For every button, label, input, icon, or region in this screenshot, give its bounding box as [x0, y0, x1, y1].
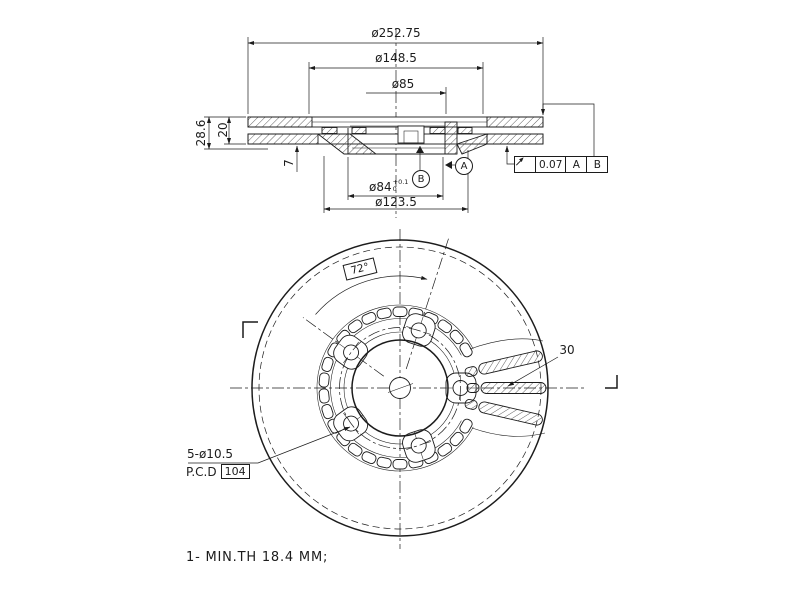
front-view — [188, 229, 618, 549]
vane-slot — [361, 311, 377, 325]
vane — [464, 399, 543, 426]
stud-hole — [397, 125, 425, 144]
hub-face-circle — [351, 339, 449, 437]
vane-slot — [449, 431, 464, 447]
vane-slot — [449, 329, 464, 345]
hat-section — [316, 121, 488, 155]
vane-count-label: 30 — [559, 343, 575, 357]
vane-slot — [361, 451, 377, 465]
dim-outer-diameter-label: ø252.75 — [371, 26, 421, 40]
slot-band-outer — [316, 304, 474, 472]
top-plate — [247, 116, 544, 128]
datum-a-triangle — [445, 161, 452, 169]
vane-slot — [459, 342, 473, 358]
vane-slot — [318, 388, 330, 404]
break-line-bottom — [471, 427, 546, 437]
datum-a-symbol: A — [455, 157, 473, 175]
vane-slot — [437, 442, 453, 457]
angle-arc — [315, 275, 428, 315]
bolt-holes — [333, 313, 477, 463]
outer-diameter-circle — [251, 239, 549, 537]
section-view — [204, 28, 595, 218]
fcf-datum-2: B — [587, 156, 609, 173]
vane-slot — [376, 456, 392, 469]
center-hole-mark — [387, 383, 414, 393]
vane-slot — [392, 306, 408, 317]
fcf-tolerance: 0.07 — [536, 156, 567, 173]
pcd-value: 104 — [220, 464, 250, 479]
vane-count-leader — [507, 356, 559, 387]
bolt-holes-label: 5-ø10.5 — [187, 447, 234, 461]
dim-pilot-label: ø85 — [391, 77, 415, 91]
vane-slot — [321, 404, 334, 420]
vane — [464, 350, 543, 377]
bolt-hole — [333, 406, 369, 442]
circular-runout-icon — [514, 156, 536, 173]
dim-hat-diameter-label: ø123.5 — [375, 195, 417, 209]
section-dimensions — [204, 37, 544, 213]
vane-slot — [437, 319, 453, 334]
section-vanes — [464, 350, 547, 426]
pcd-circle — [339, 327, 461, 449]
fcf-leaders — [504, 103, 595, 165]
bore-tol-lower: 0 — [392, 184, 397, 193]
datum-b-triangle — [416, 146, 424, 153]
bore-tol-upper: +0.1 — [392, 178, 409, 186]
pcd-row: P.C.D 104 — [186, 464, 250, 479]
flange — [456, 133, 488, 155]
dim-friction-inner-label: ø148.5 — [375, 51, 417, 65]
dim-thickness-label: 20 — [216, 122, 230, 138]
vane-slot — [376, 307, 392, 320]
bore-value: ø84 — [369, 179, 392, 194]
datum-b-symbol: B — [412, 170, 430, 188]
vane-slot — [347, 319, 363, 334]
vane — [466, 382, 547, 394]
bolt-hole — [402, 429, 436, 463]
bolt-hole — [333, 334, 369, 370]
section-mark-right — [605, 375, 618, 389]
datum-leaders — [416, 146, 455, 170]
feature-control-frame: 0.07 A B — [514, 156, 609, 173]
bolt-holes-leader — [188, 426, 351, 464]
radial-72-line — [405, 238, 449, 370]
bottom-plate — [247, 133, 544, 145]
break-line-top — [469, 338, 544, 350]
pcd-label: P.C.D — [186, 464, 217, 479]
dim-overall-height-label: 28.6 — [194, 119, 208, 147]
vane-slot — [392, 459, 408, 470]
dim-plate-label: 7 — [282, 159, 296, 167]
vane-slot — [318, 372, 330, 388]
vane-slot — [459, 418, 473, 434]
drawing-note: 1- MIN.TH 18.4 MM; — [186, 550, 329, 565]
bore-tolerance: +0.1 0 — [393, 179, 409, 192]
vane-slot — [321, 356, 334, 372]
section-mark-left — [242, 321, 258, 338]
bore-wall — [444, 121, 458, 155]
fcf-datum-1: A — [566, 156, 588, 173]
vane-slot — [347, 442, 363, 457]
dim-bore-label: ø84 +0.1 0 — [369, 179, 409, 194]
